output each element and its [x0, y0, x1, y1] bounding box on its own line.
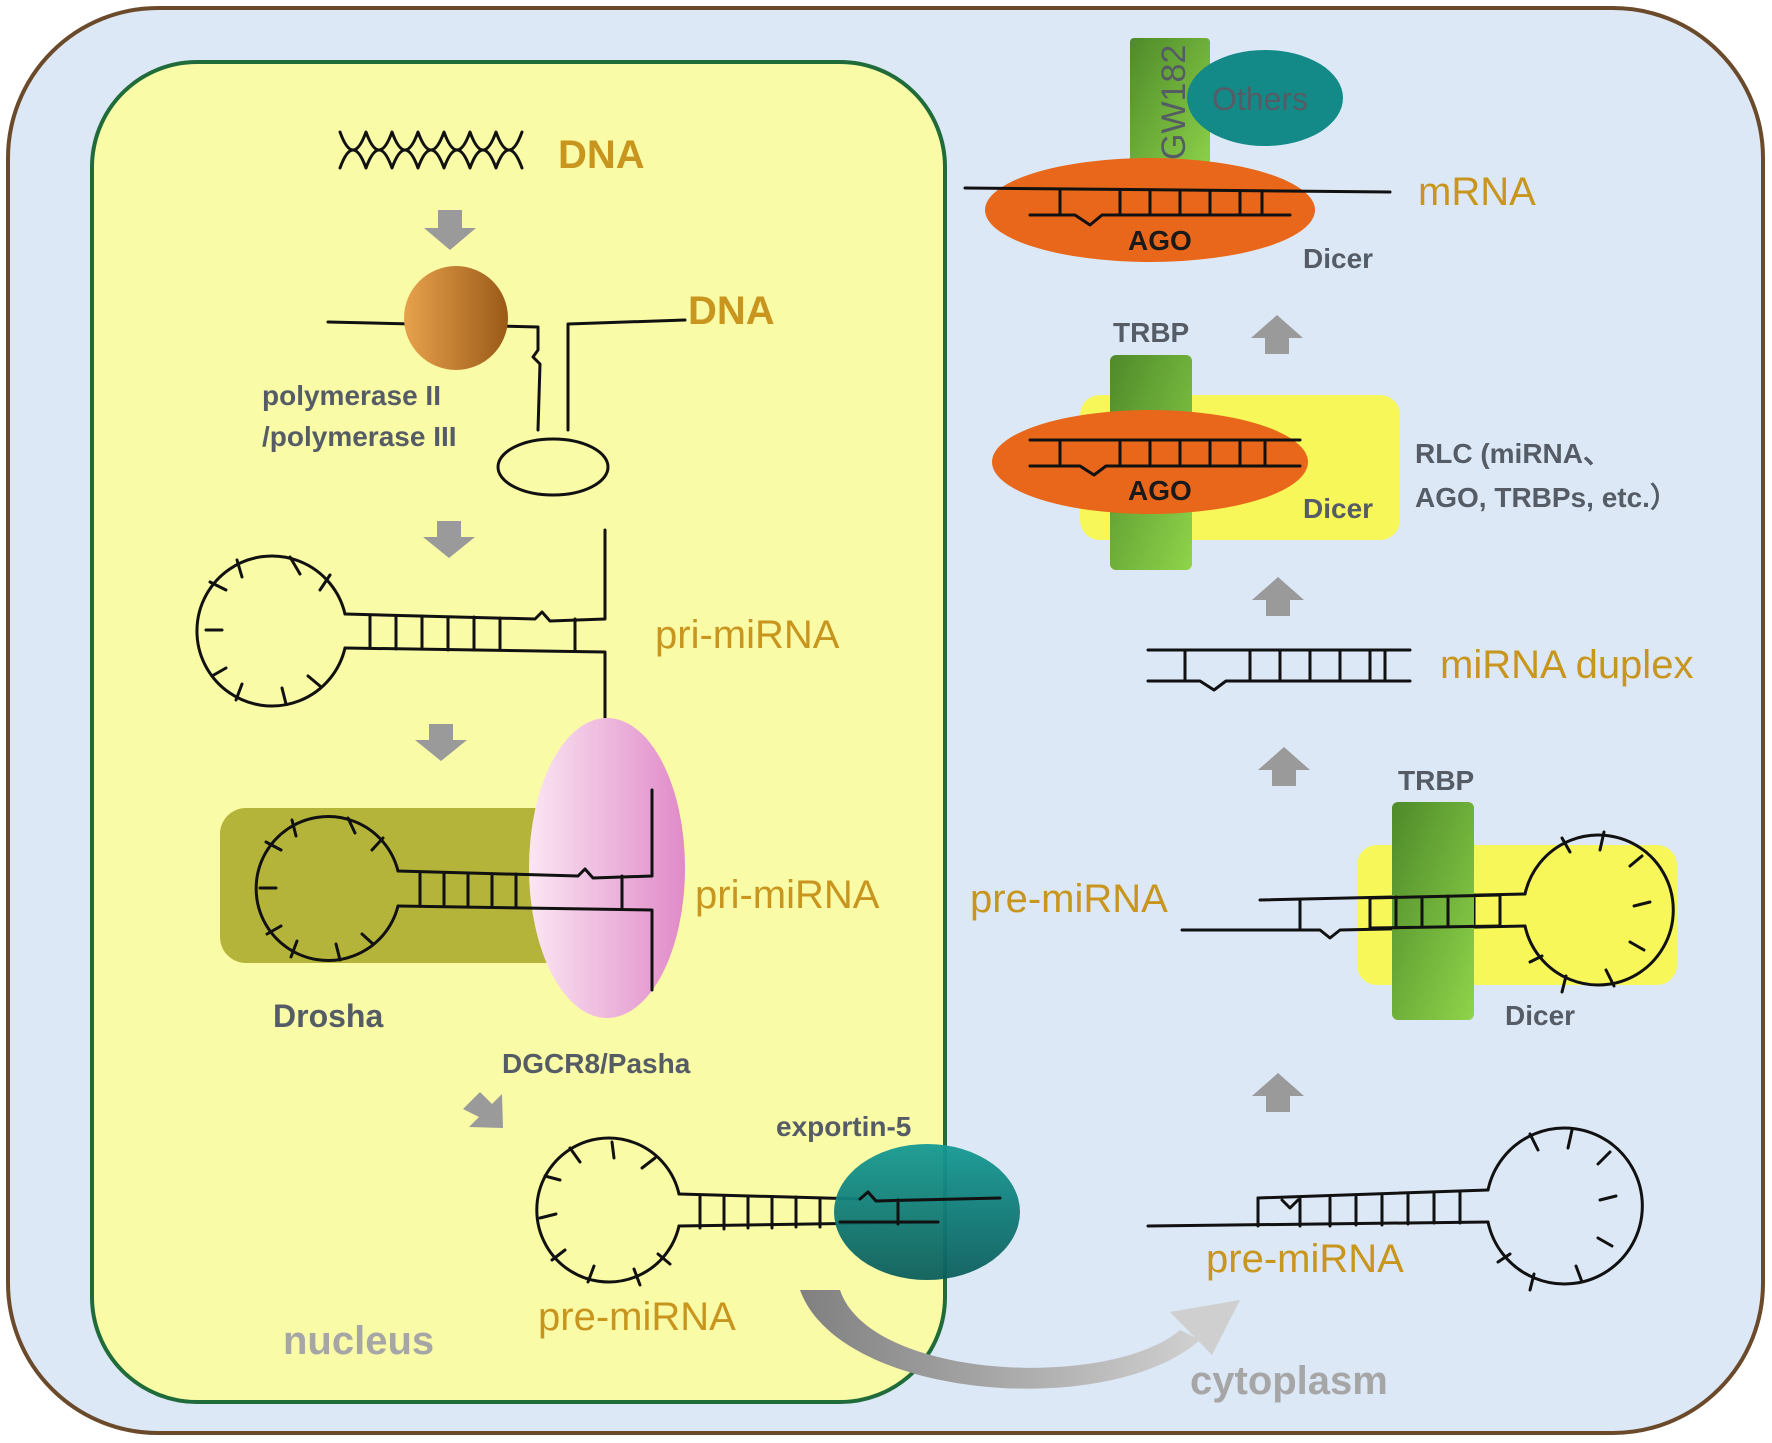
label-others: Others [1212, 81, 1308, 117]
mirna-in-ago-rlc [1028, 438, 1302, 477]
arrow-up-to-rlc [1252, 577, 1304, 616]
label-rlc-line1: RLC (miRNA、 [1415, 438, 1611, 469]
pri-mirna-hairpin-2 [254, 788, 654, 992]
arrow-to-drosha [415, 724, 467, 761]
label-ago-top: AGO [1128, 225, 1192, 256]
mirna-mrna-in-ago-top [963, 186, 1392, 227]
gw182-bar [1130, 38, 1210, 178]
label-nucleus: nucleus [283, 1319, 434, 1363]
others-ellipse [1187, 50, 1343, 146]
label-pre-mirna-cyto-mid: pre-miRNA [970, 877, 1168, 921]
label-pre-mirna-cyto-bottom: pre-miRNA [1206, 1237, 1404, 1281]
label-mrna: mRNA [1418, 170, 1536, 214]
label-polymerase-line1: polymerase II [262, 380, 441, 411]
pre-mirna-hairpin-nucleus [535, 1136, 1002, 1287]
label-dna-top: DNA [558, 133, 645, 177]
pre-mirna-strand-over-exportin [838, 1190, 1002, 1226]
label-dna-second: DNA [688, 289, 775, 333]
label-trbp-mid: TRBP [1398, 765, 1474, 796]
export-curve-arrow [800, 1290, 1200, 1389]
drosha-block [220, 808, 595, 963]
label-trbp-rlc: TRBP [1113, 317, 1189, 348]
label-drosha: Drosha [273, 998, 383, 1034]
label-pri-mirna-2: pri-miRNA [695, 873, 880, 917]
polymerase-circle [404, 266, 508, 370]
exportin-5-ellipse [834, 1144, 1020, 1280]
export-curve-arrowhead [1170, 1300, 1240, 1355]
pre-mirna-hairpin-cytoplasm [1146, 1126, 1644, 1292]
label-dgcr8-pasha: DGCR8/Pasha [502, 1048, 691, 1079]
arrow-up-to-mrna [1251, 315, 1303, 354]
trbp-strand-overlay [1368, 893, 1502, 930]
dna-helix-icon [338, 130, 524, 170]
label-cytoplasm: cytoplasm [1190, 1359, 1388, 1403]
arrow-up-to-duplex [1258, 747, 1310, 786]
label-polymerase-line2: /polymerase III [262, 421, 457, 452]
arrow-to-pri-mirna [423, 521, 475, 558]
label-pri-mirna-1: pri-miRNA [655, 613, 840, 657]
trbp-bar-mid [1392, 802, 1474, 1020]
arrow-to-pre-mirna [463, 1092, 503, 1128]
label-dicer-rlc: Dicer [1303, 493, 1373, 524]
label-ago-rlc: AGO [1128, 475, 1192, 506]
label-mirna-duplex: miRNA duplex [1440, 643, 1693, 687]
dgcr8-pasha-ellipse [529, 718, 685, 1018]
label-exportin-5: exportin-5 [776, 1111, 911, 1142]
label-rlc-line2: AGO, TRBPs, etc.） [1415, 481, 1678, 513]
nucleus-region [90, 60, 947, 1404]
label-dicer-mid: Dicer [1505, 1000, 1575, 1031]
arrow-dna-to-transcription [424, 210, 476, 250]
mirna-duplex-structure [1146, 648, 1412, 692]
label-gw182: GW182 [1155, 45, 1193, 160]
arrow-up-to-dicer [1252, 1073, 1304, 1112]
label-pre-mirna-nucleus: pre-miRNA [538, 1295, 736, 1339]
label-dicer-top: Dicer [1303, 243, 1373, 274]
pri-mirna-hairpin-1 [195, 528, 607, 737]
